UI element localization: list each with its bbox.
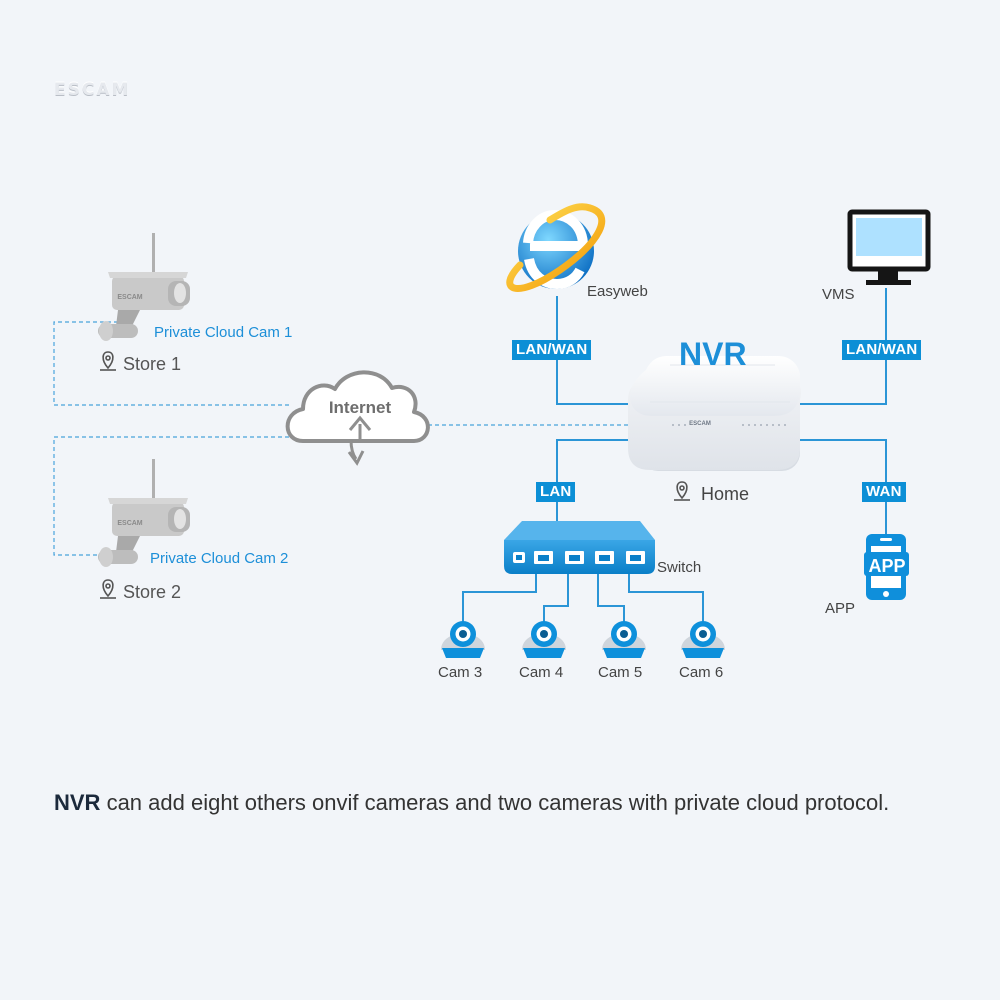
caption: NVR can add eight others onvif cameras a…	[54, 790, 889, 816]
nvr-device-logo: ESCAM	[689, 421, 711, 427]
cloud-cam-1-link-line	[53, 321, 292, 406]
caption-text: can add eight others onvif cameras and t…	[100, 790, 890, 815]
store-2-label: Store 2	[123, 582, 182, 602]
bullet-camera-1-icon	[98, 233, 190, 341]
internet-cloud-icon	[285, 370, 430, 466]
app-link-badge: WAN	[862, 482, 906, 502]
switch-label: Switch	[657, 559, 702, 576]
store-1-location-pin-icon	[100, 351, 116, 371]
vms-link-badge: LAN/WAN	[842, 340, 922, 360]
camera-1-logo: ESCAM	[117, 294, 142, 301]
cam3-link-line	[462, 573, 537, 622]
app-link-line	[796, 439, 887, 534]
cloud-links	[53, 321, 628, 556]
cam5-link-line	[597, 573, 625, 622]
cam-4-label: Cam 4	[519, 664, 564, 681]
nvr-device	[628, 356, 801, 471]
vms-link-line	[796, 288, 887, 405]
internet-explorer-icon	[506, 203, 606, 292]
easyweb-link-line	[556, 296, 636, 405]
cloud-cam-1-label: Private Cloud Cam 1	[154, 324, 293, 341]
vms-label: VMS	[822, 286, 855, 303]
nvr-title: NVR	[679, 336, 747, 372]
bullet-camera-2-icon	[98, 459, 190, 567]
store-2-location-pin-icon	[100, 579, 116, 599]
dome-camera-4-icon	[522, 621, 566, 658]
camera-2-logo: ESCAM	[117, 520, 142, 527]
cam6-link-line	[628, 573, 704, 622]
dome-camera-3-icon	[441, 621, 485, 658]
app-icon-label: APP	[868, 556, 905, 576]
store-1-label: Store 1	[123, 354, 182, 374]
dome-camera-6-icon	[681, 621, 725, 658]
cam-3-label: Cam 3	[438, 664, 483, 681]
cam4-link-line	[543, 573, 569, 622]
home-label: Home	[701, 484, 750, 504]
cam-6-label: Cam 6	[679, 664, 724, 681]
monitor-icon	[847, 209, 931, 285]
easyweb-label: Easyweb	[587, 283, 648, 300]
app-label: APP	[825, 600, 856, 617]
solid-links	[462, 288, 887, 622]
home-location-pin-icon	[674, 481, 690, 501]
caption-highlight: NVR	[54, 790, 101, 815]
network-switch-icon	[504, 521, 655, 574]
cloud-cam-2-link-line	[53, 436, 292, 556]
easyweb-link-badge: LAN/WAN	[512, 340, 592, 360]
internet-label: Internet	[329, 398, 392, 417]
switch-link-badge: LAN	[536, 482, 576, 502]
cloud-cam-2-label: Private Cloud Cam 2	[150, 550, 289, 567]
smartphone-app-icon	[864, 534, 909, 600]
cam-5-label: Cam 5	[598, 664, 643, 681]
escam-logo: ESCAM	[54, 80, 131, 100]
dome-camera-5-icon	[602, 621, 646, 658]
switch-link-line	[556, 439, 636, 540]
